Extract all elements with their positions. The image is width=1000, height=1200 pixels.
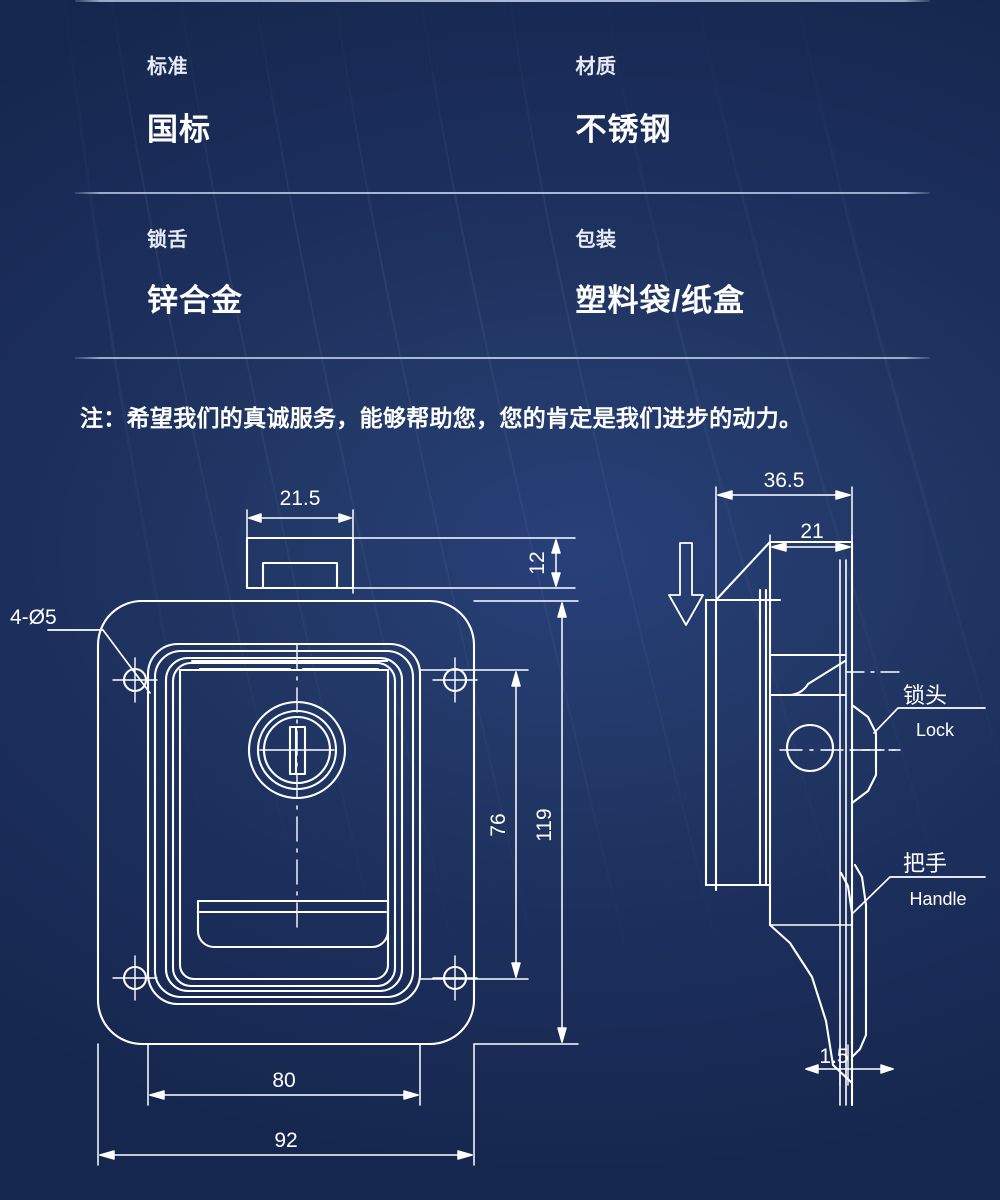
spec-cell-material: 材质 不锈钢	[143, 57, 672, 145]
dim-label-tab-width: 21.5	[280, 487, 321, 510]
dim-outer-height	[473, 600, 579, 1045]
dim-label-outer-height: 119	[533, 808, 556, 841]
dim-inner-height	[419, 669, 529, 980]
divider-bottom	[75, 357, 930, 359]
side-view	[668, 486, 986, 1107]
spec-row: 锁舌 锌合金 包装 塑料袋/纸盒	[75, 194, 930, 316]
dim-label-tab-height: 12	[526, 551, 549, 574]
technical-drawing: 21.5 12 4-Ø5 76 119 80 92 36.5 21 1.5 锁头…	[10, 469, 986, 1166]
divider-middle	[75, 192, 930, 194]
dim-body-depth	[769, 534, 853, 556]
dim-tab-height	[352, 537, 576, 589]
spec-value-latch: 锌合金	[147, 283, 243, 318]
dim-tab-width	[246, 509, 354, 594]
divider-top	[75, 0, 930, 2]
spec-value-packaging: 塑料袋/纸盒	[575, 283, 746, 318]
dim-total-depth	[715, 486, 853, 599]
dim-outer-width	[97, 1043, 475, 1166]
spec-cell-standard: 标准 国标	[75, 57, 503, 145]
service-note: 注：希望我们的真诚服务，能够帮助您，您的肯定是我们进步的动力。	[80, 405, 803, 431]
spec-cell-latch: 锁舌 锌合金	[75, 230, 503, 316]
spec-cell-packaging: 包装 塑料袋/纸盒	[143, 230, 746, 316]
dim-label-body-depth: 21	[800, 520, 823, 543]
spec-row: 标准 国标 材质 不锈钢	[75, 2, 930, 145]
spec-label-packaging: 包装	[575, 229, 617, 251]
callout-lock-en: Lock	[916, 720, 955, 740]
spec-value-material: 不锈钢	[575, 112, 672, 147]
dim-label-total-depth: 36.5	[764, 469, 805, 492]
spec-value-standard: 国标	[147, 112, 211, 147]
view-direction-arrow	[668, 542, 704, 626]
callout-handle-cn: 把手	[903, 851, 947, 876]
dim-label-outer-width: 92	[274, 1129, 297, 1152]
dim-plate-thickness	[805, 1044, 894, 1086]
dim-label-hole-callout: 4-Ø5	[10, 606, 57, 629]
dim-inner-width	[147, 1043, 421, 1106]
callout-handle-en: Handle	[909, 889, 966, 909]
callout-lock-cn: 锁头	[903, 683, 947, 708]
dim-label-inner-width: 80	[272, 1069, 295, 1092]
spec-label-latch: 锁舌	[147, 229, 188, 251]
dim-label-plate-thickness: 1.5	[819, 1045, 848, 1068]
front-view	[47, 509, 579, 1166]
dim-label-inner-height: 76	[487, 813, 510, 836]
spec-label-material: 材质	[575, 56, 617, 78]
spec-table: 标准 国标 材质 不锈钢 锁舌 锌合金 包装 塑料袋/纸盒 注：希望我们的真诚服…	[75, 0, 930, 433]
mounting-holes	[112, 657, 478, 1001]
callout-leaders	[852, 707, 986, 914]
spec-label-standard: 标准	[147, 56, 188, 78]
